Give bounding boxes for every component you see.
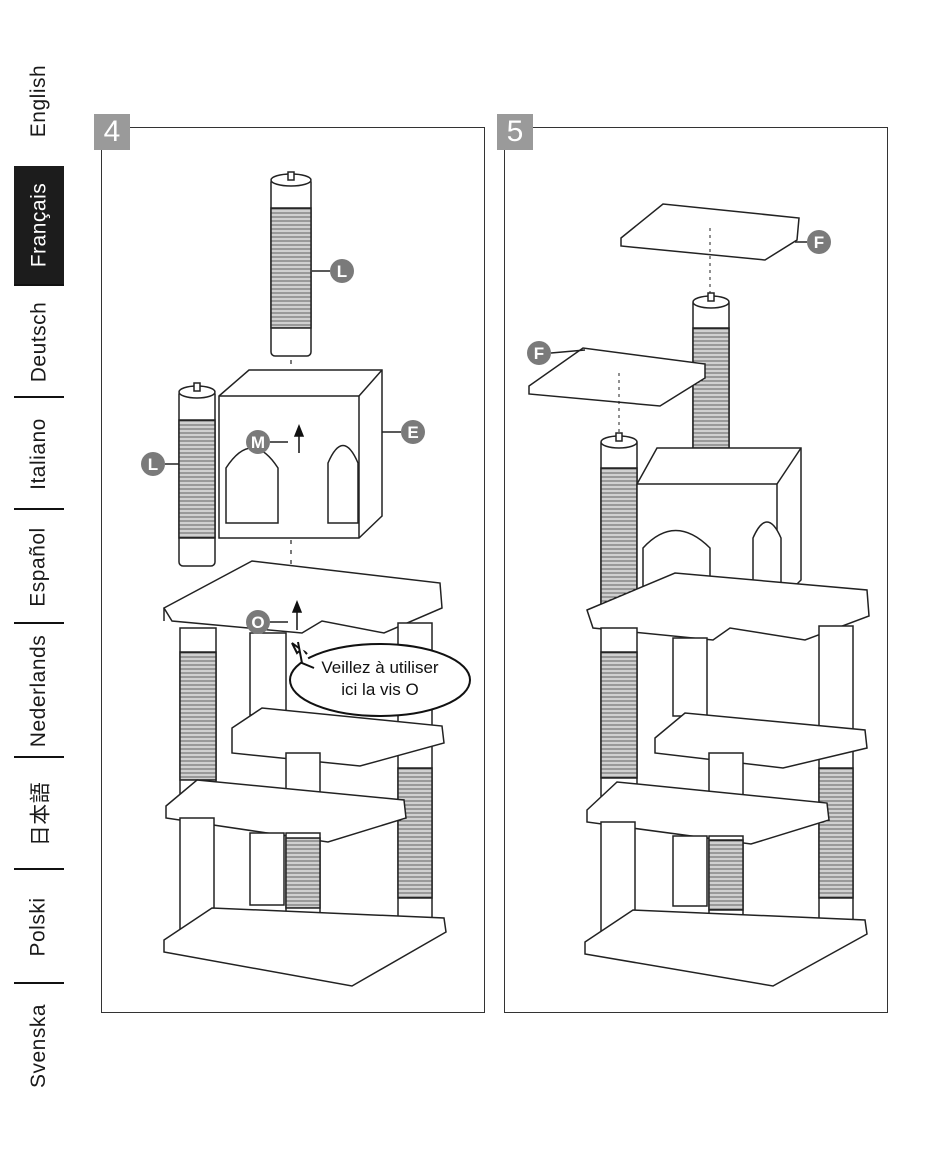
lang-tab-francais[interactable]: Français: [14, 166, 64, 284]
part-label-F: F: [814, 233, 824, 252]
lang-label: Nederlands: [27, 635, 51, 747]
lang-tab-espanol[interactable]: Español: [14, 508, 64, 624]
part-label-L: L: [148, 455, 158, 474]
lang-tab-svenska[interactable]: Svenska: [14, 982, 64, 1108]
cat-house-illustration: [219, 370, 382, 538]
language-sidebar: English Français Deutsch Italiano Españo…: [0, 0, 70, 1154]
part-label-O: O: [251, 613, 264, 632]
lang-label: Svenska: [27, 1004, 51, 1088]
note-line-1: Veillez à utiliser: [321, 658, 439, 677]
lang-label: Italiano: [27, 418, 51, 490]
lang-label: Polski: [27, 897, 51, 956]
part-label-M: M: [251, 433, 265, 452]
lang-tab-polski[interactable]: Polski: [14, 868, 64, 984]
lang-tab-italiano[interactable]: Italiano: [14, 396, 64, 510]
lang-label: Français: [27, 183, 51, 268]
lang-label: Deutsch: [27, 302, 51, 383]
step-5-illustration: F F: [505, 128, 887, 1012]
part-label-E: E: [407, 423, 418, 442]
lang-tab-english[interactable]: English: [14, 40, 64, 162]
lang-label: 日本語: [24, 782, 54, 847]
note-bubble: [290, 642, 470, 716]
lang-label: Español: [27, 527, 51, 606]
step-4-illustration: L L E M O Veillez à utiliser ici la vis …: [102, 128, 484, 1012]
lang-label: English: [27, 65, 51, 137]
top-post-illustration: [271, 172, 311, 356]
part-label-L: L: [337, 262, 347, 281]
lang-tab-japanese[interactable]: 日本語: [14, 756, 64, 870]
lang-tab-nederlands[interactable]: Nederlands: [14, 622, 64, 758]
step-5-panel: 5: [504, 127, 888, 1013]
part-label-F: F: [534, 344, 544, 363]
left-post-illustration: [179, 383, 215, 566]
note-line-2: ici la vis O: [341, 680, 418, 699]
step-4-panel: 4: [101, 127, 485, 1013]
lang-tab-deutsch[interactable]: Deutsch: [14, 284, 64, 398]
upper-platform-illustration: [164, 561, 442, 633]
